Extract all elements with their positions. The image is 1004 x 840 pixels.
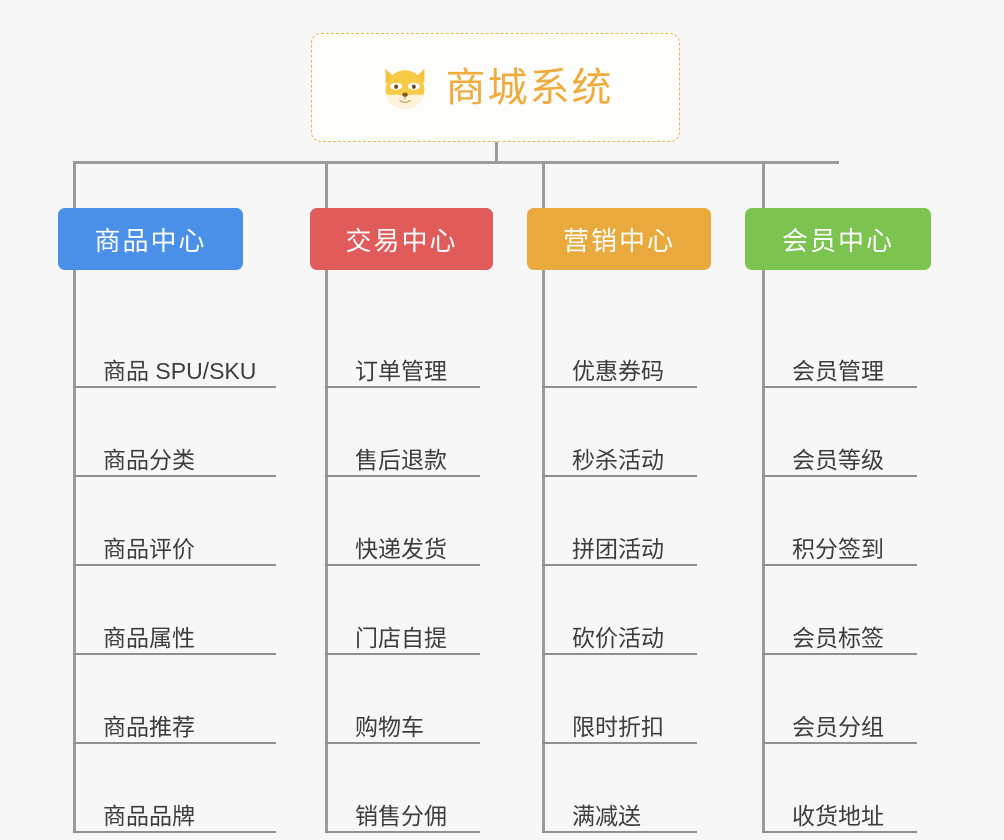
leaf-item-label: 门店自提 [355,624,447,651]
connector-drop-3 [542,161,545,209]
leaf-item[interactable]: 门店自提 [325,589,480,655]
shiba-dog-face-icon [385,68,424,111]
leaf-item[interactable]: 砍价活动 [542,589,697,655]
leaf-item[interactable]: 会员标签 [762,589,917,655]
leaf-item[interactable]: 拼团活动 [542,500,697,566]
leaf-item-label: 商品 SPU/SKU [103,357,257,384]
category-label: 交易中心 [345,225,458,256]
leaf-item-label: 订单管理 [355,357,447,384]
column-spine [542,270,545,833]
leaf-item-label: 商品推荐 [103,713,195,740]
leaf-item-label: 商品评价 [103,535,195,562]
leaf-item-label: 满减送 [572,802,641,829]
leaf-item-label: 售后退款 [355,446,447,473]
column-spine [325,270,328,833]
leaf-item[interactable]: 秒杀活动 [542,411,697,477]
leaf-item[interactable]: 商品 SPU/SKU [73,322,276,388]
leaf-item-label: 会员分组 [792,713,884,740]
category-box-trade[interactable]: 交易中心 [310,208,493,270]
root-node[interactable]: 商城系统 [311,33,680,142]
leaf-item-label: 快递发货 [355,535,447,562]
leaf-item-label: 销售分佣 [355,802,447,829]
leaf-item-label: 购物车 [355,713,424,740]
column-spine [762,270,765,833]
leaf-item-label: 积分签到 [792,535,884,562]
connector-drop-4 [762,161,765,209]
column-spine [73,270,76,833]
category-box-product[interactable]: 商品中心 [58,208,243,270]
leaf-item-label: 收货地址 [792,802,884,829]
leaf-item[interactable]: 收货地址 [762,767,917,833]
leaf-item-label: 会员管理 [792,357,884,384]
leaf-item-label: 秒杀活动 [572,446,664,473]
root-title: 商城系统 [445,65,614,110]
category-label: 商品中心 [94,225,207,256]
connector-horizontal-bar [73,161,839,164]
leaf-item[interactable]: 会员分组 [762,678,917,744]
leaf-item[interactable]: 订单管理 [325,322,480,388]
leaf-item[interactable]: 商品属性 [73,589,276,655]
leaf-item[interactable]: 商品评价 [73,500,276,566]
category-box-marketing[interactable]: 营销中心 [527,208,711,270]
connector-root-stem [495,142,498,163]
leaf-item[interactable]: 满减送 [542,767,697,833]
leaf-item[interactable]: 会员管理 [762,322,917,388]
category-label: 会员中心 [781,225,894,256]
leaf-item-label: 商品品牌 [103,802,195,829]
leaf-item[interactable]: 商品品牌 [73,767,276,833]
leaf-item-label: 拼团活动 [572,535,664,562]
connector-drop-1 [73,161,76,209]
leaf-item[interactable]: 积分签到 [762,500,917,566]
leaf-item[interactable]: 会员等级 [762,411,917,477]
leaf-item[interactable]: 售后退款 [325,411,480,477]
leaf-item[interactable]: 销售分佣 [325,767,480,833]
leaf-item-label: 限时折扣 [572,713,664,740]
leaf-item[interactable]: 限时折扣 [542,678,697,744]
leaf-item[interactable]: 购物车 [325,678,480,744]
category-label: 营销中心 [562,225,675,256]
leaf-item-label: 会员等级 [792,446,884,473]
connector-drop-2 [325,161,328,209]
leaf-item[interactable]: 快递发货 [325,500,480,566]
leaf-item[interactable]: 优惠券码 [542,322,697,388]
leaf-item-label: 会员标签 [792,624,884,651]
leaf-item-label: 砍价活动 [572,624,664,651]
leaf-item[interactable]: 商品推荐 [73,678,276,744]
leaf-item-label: 优惠券码 [572,357,664,384]
leaf-item[interactable]: 商品分类 [73,411,276,477]
leaf-item-label: 商品属性 [103,624,195,651]
leaf-item-label: 商品分类 [103,446,195,473]
category-box-member[interactable]: 会员中心 [745,208,931,270]
